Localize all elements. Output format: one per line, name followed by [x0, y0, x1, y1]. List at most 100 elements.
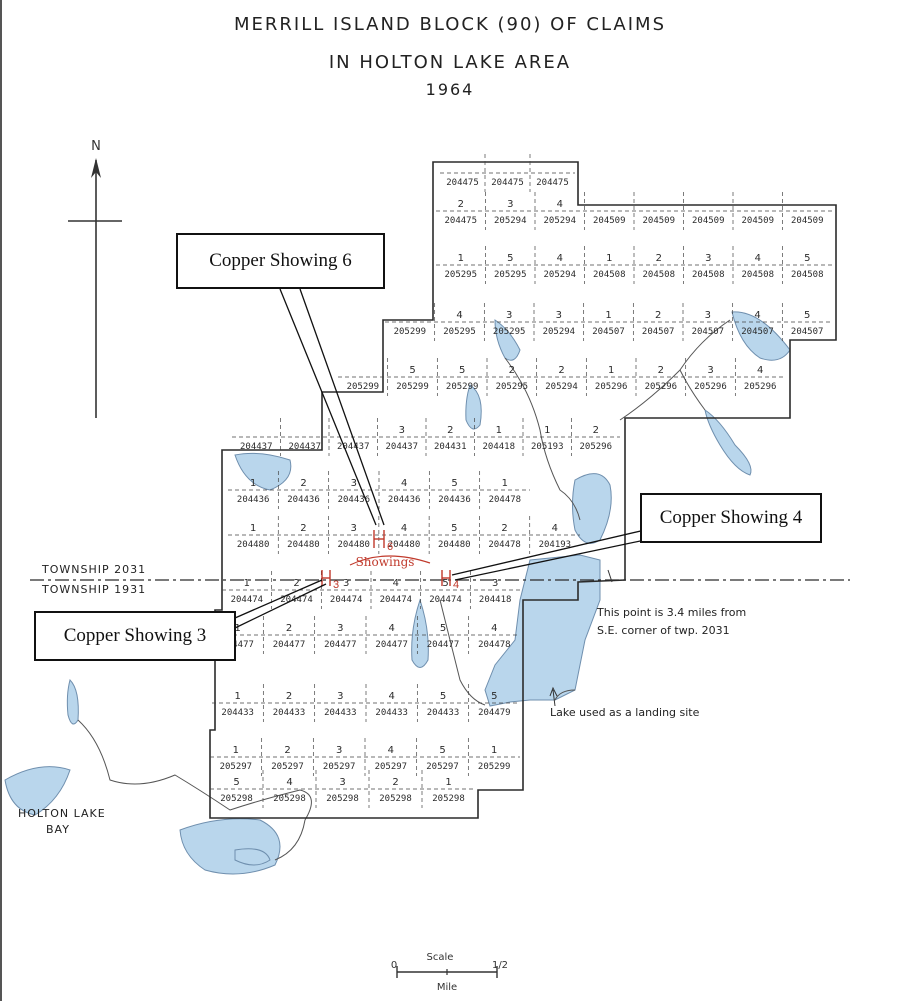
claim-number: 205295 [493, 327, 526, 337]
claim-lot-number: 1 [234, 691, 240, 702]
scale-half: 1/2 [492, 960, 508, 971]
claim-lot-number: 2 [458, 199, 464, 210]
scale-unit: Mile [437, 982, 457, 993]
claim-lot-number: 5 [804, 253, 810, 264]
claim-number: 205295 [443, 327, 476, 337]
callout-copper-showing-4: Copper Showing 4 [640, 493, 822, 543]
claim-number: 205298 [220, 794, 253, 804]
claim-number: 204474 [330, 595, 363, 605]
claim-lot-number: 3 [343, 578, 349, 589]
claim-lot-number: 2 [655, 310, 661, 321]
landing-site-note: Lake used as a landing site [550, 706, 700, 719]
showing-mark-4: 4 [441, 570, 459, 591]
showing-mark-3: 3 [321, 570, 339, 591]
landing-arrow [549, 686, 558, 707]
claim-number: 204418 [482, 442, 515, 452]
claim-number: 205299 [396, 382, 429, 392]
claim-number: 204478 [489, 495, 522, 505]
showings-label: Showings [356, 555, 415, 569]
claim-number: 205299 [446, 382, 479, 392]
claim-lot-number: 3 [337, 623, 343, 634]
lake-south-lower [234, 848, 271, 866]
lake-north-small [465, 384, 482, 430]
claim-lot-number: 3 [336, 745, 342, 756]
claim-number: 204509 [642, 216, 675, 226]
lake-south [179, 818, 281, 875]
claim-number: 204477 [273, 640, 306, 650]
claim-number: 204418 [479, 595, 512, 605]
copper-showings: Showings 6 3 4 [321, 530, 459, 591]
claim-lot-number: 4 [757, 365, 763, 376]
lake-ne [731, 311, 791, 361]
claim-lot-number: 4 [491, 623, 497, 634]
claim-number: 205299 [347, 382, 380, 392]
claim-number: 205298 [273, 794, 306, 804]
claim-lot-number: 1 [502, 478, 508, 489]
showing-mark-6: 6 [373, 530, 393, 553]
claim-number: 204479 [478, 708, 511, 718]
lake-north-narrow [494, 319, 521, 361]
claim-block-boundary [209, 161, 837, 819]
claim-number: 205296 [645, 382, 678, 392]
claim-number: 204193 [539, 540, 572, 550]
township-north-label: TOWNSHIP 2031 [42, 563, 147, 576]
claim-number: 205295 [494, 270, 527, 280]
lake-holton-bay [4, 766, 71, 816]
claim-number: 205193 [531, 442, 564, 452]
claim-lot-number: 1 [458, 253, 464, 264]
claim-lot-number: 5 [451, 478, 457, 489]
claim-number: 204508 [791, 270, 824, 280]
claim-number: 204478 [488, 540, 521, 550]
claim-number: 204433 [273, 708, 306, 718]
claim-number: 204480 [438, 540, 471, 550]
claim-number: 204437 [385, 442, 418, 452]
claim-lot-number: 2 [293, 578, 299, 589]
claim-lot-number: 2 [286, 623, 292, 634]
page-left-border [0, 0, 2, 1001]
claim-number: 204480 [287, 540, 320, 550]
claim-lot-number: 1 [606, 253, 612, 264]
claim-number: 205294 [543, 270, 576, 280]
claim-lot-number: 1 [234, 623, 240, 634]
claim-lot-number: 4 [388, 623, 394, 634]
scale-label: Scale [427, 952, 454, 963]
map-title: MERRILL ISLAND BLOCK (90) OF CLAIMS [233, 14, 667, 35]
claim-number: 205297 [375, 762, 408, 772]
claim-number: 205297 [323, 762, 356, 772]
claim-number: 204508 [642, 270, 675, 280]
claim-lot-number: 5 [507, 253, 513, 264]
claim-lot-number: 4 [393, 578, 399, 589]
claim-number: 204509 [593, 216, 626, 226]
claim-number: 205296 [744, 382, 777, 392]
claim-number: 204480 [388, 540, 421, 550]
holton-bay-label-line1: HOLTON LAKE [18, 807, 106, 820]
claim-number: 204478 [478, 640, 511, 650]
claim-number: 205298 [379, 794, 412, 804]
claim-lot-number: 1 [250, 478, 256, 489]
claim-lot-number: 3 [337, 691, 343, 702]
claim-number: 205294 [494, 216, 527, 226]
callout-copper-showing-6: Copper Showing 6 [176, 233, 385, 289]
claim-number: 204475 [536, 178, 569, 188]
claim-lot-number: 2 [656, 253, 662, 264]
claim-lot-number: 4 [401, 478, 407, 489]
map-subtitle: IN HOLTON LAKE AREA [328, 52, 572, 73]
claim-lot-number: 5 [409, 365, 415, 376]
lake-west-slim [66, 679, 79, 725]
claim-lot-number: 3 [339, 777, 345, 788]
claim-lot-number: 2 [286, 691, 292, 702]
claim-lot-number: 2 [284, 745, 290, 756]
claim-lot-number: 3 [556, 310, 562, 321]
claim-lot-number: 4 [754, 310, 760, 321]
claim-lot-number: 3 [705, 253, 711, 264]
lake-east-tail [704, 408, 752, 476]
claim-number: 205296 [579, 442, 612, 452]
claim-number: 205294 [543, 216, 576, 226]
claim-lot-number: 3 [351, 478, 357, 489]
claim-number: 205298 [432, 794, 465, 804]
claim-lot-number: 2 [593, 425, 599, 436]
claim-lot-number: 3 [705, 310, 711, 321]
claim-lot-number: 3 [506, 310, 512, 321]
